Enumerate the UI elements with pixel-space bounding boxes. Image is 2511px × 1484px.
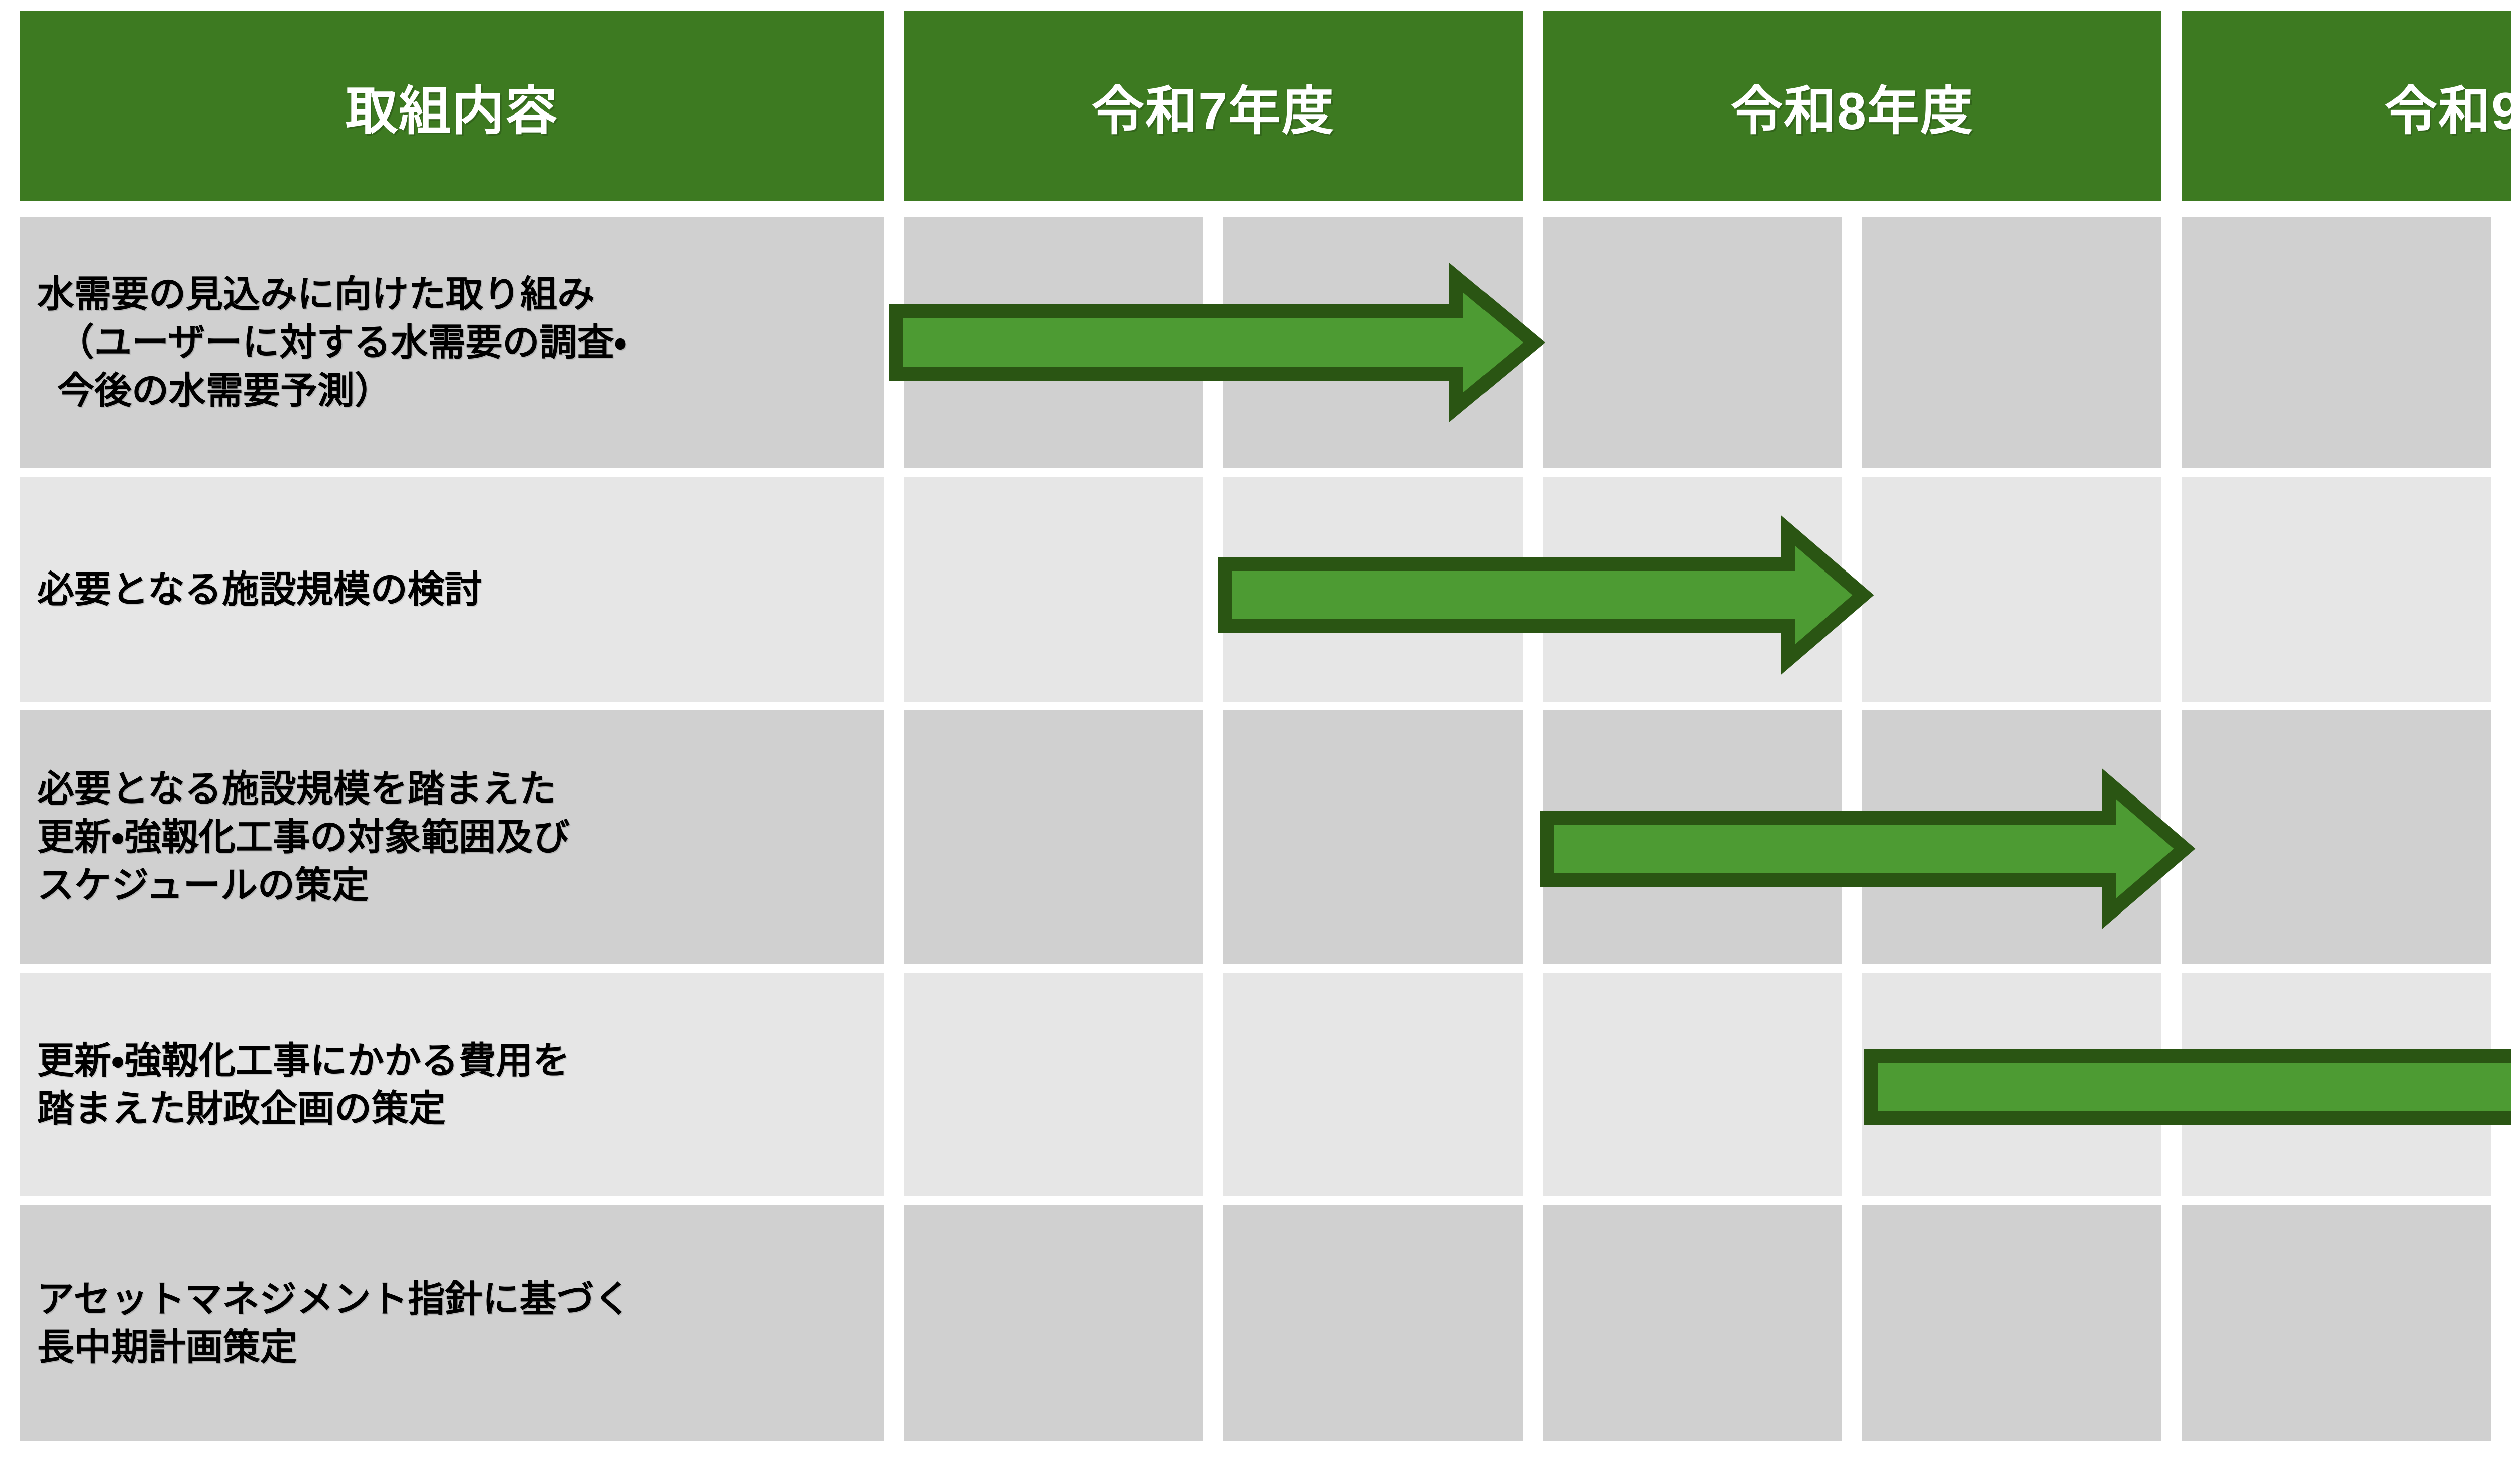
header-year-2-label: 令和8年度	[1731, 82, 1974, 141]
timeline-cell	[1223, 217, 1523, 468]
task-cell: 必要となる施設規模の検討	[20, 477, 884, 702]
task-cell: 必要となる施設規模を踏まえた 更新・強靱化工事の対象範囲及び スケジュールの策定	[20, 710, 884, 964]
task-line: 必要となる施設規模を踏まえた	[37, 767, 556, 810]
task-line: スケジュールの策定	[37, 864, 369, 906]
timeline-cell	[2182, 973, 2491, 1196]
task-line: 更新・強靱化工事の対象範囲及び	[37, 816, 570, 858]
task-line: 長中期計画策定	[37, 1326, 297, 1368]
header-task-label: 取組内容	[345, 82, 558, 141]
task-line: アセットマネジメント指針に基づく	[37, 1278, 631, 1320]
timeline-cell	[2182, 1205, 2491, 1441]
timeline-cell	[1543, 217, 1842, 468]
header-year-1-label: 令和7年度	[1092, 82, 1335, 141]
timeline-cell	[904, 973, 1203, 1196]
timeline-cell	[1223, 973, 1523, 1196]
timeline-cell	[1862, 710, 2161, 964]
header-cell-year-2: 令和8年度	[1543, 11, 2161, 201]
timeline-cell	[1543, 477, 1842, 702]
task-cell: 更新・強靱化工事にかかる費用を 踏まえた財政企画の策定	[20, 973, 884, 1196]
timeline-cell	[1862, 477, 2161, 702]
task-line: （ユーザーに対する水需要の調査・	[57, 321, 627, 363]
timeline-cell	[2182, 477, 2491, 702]
timeline-cell	[904, 477, 1203, 702]
table-row: 必要となる施設規模を踏まえた 更新・強靱化工事の対象範囲及び スケジュールの策定	[20, 710, 2511, 964]
timeline-cell	[1223, 477, 1523, 702]
timeline-cell	[904, 217, 1203, 468]
timeline-cell	[1543, 973, 1842, 1196]
table-row: 必要となる施設規模の検討	[20, 477, 2511, 702]
timeline-cell	[1862, 217, 2161, 468]
header-year-3-label: 令和9年度	[2385, 82, 2511, 141]
task-cell: アセットマネジメント指針に基づく 長中期計画策定	[20, 1205, 884, 1441]
timeline-cell	[1223, 710, 1523, 964]
table-row: 更新・強靱化工事にかかる費用を 踏まえた財政企画の策定	[20, 973, 2511, 1196]
timeline-cell	[1543, 1205, 1842, 1441]
table-row: アセットマネジメント指針に基づく 長中期計画策定	[20, 1205, 2511, 1441]
task-line: 更新・強靱化工事にかかる費用を	[37, 1039, 570, 1081]
timeline-cell	[1862, 973, 2161, 1196]
table-header-row: 取組内容 令和7年度 令和8年度 令和9年度	[20, 11, 2511, 201]
table-row: 水需要の見込みに向けた取り組み （ユーザーに対する水需要の調査・ 今後の水需要予…	[20, 217, 2511, 468]
timeline-cell	[2182, 710, 2491, 964]
task-line: 必要となる施設規模の検討	[37, 568, 482, 610]
task-line: 今後の水需要予測）	[57, 370, 392, 412]
task-line: 水需要の見込みに向けた取り組み	[37, 273, 595, 315]
timeline-cell	[904, 1205, 1203, 1441]
task-line: 踏まえた財政企画の策定	[37, 1088, 446, 1129]
timeline-cell	[1862, 1205, 2161, 1441]
timeline-cell	[904, 710, 1203, 964]
header-cell-task: 取組内容	[20, 11, 884, 201]
timeline-cell	[1543, 710, 1842, 964]
timeline-cell	[2182, 217, 2491, 468]
header-cell-year-3: 令和9年度	[2182, 11, 2511, 201]
task-cell: 水需要の見込みに向けた取り組み （ユーザーに対する水需要の調査・ 今後の水需要予…	[20, 217, 884, 468]
header-cell-year-1: 令和7年度	[904, 11, 1523, 201]
timeline-cell	[1223, 1205, 1523, 1441]
